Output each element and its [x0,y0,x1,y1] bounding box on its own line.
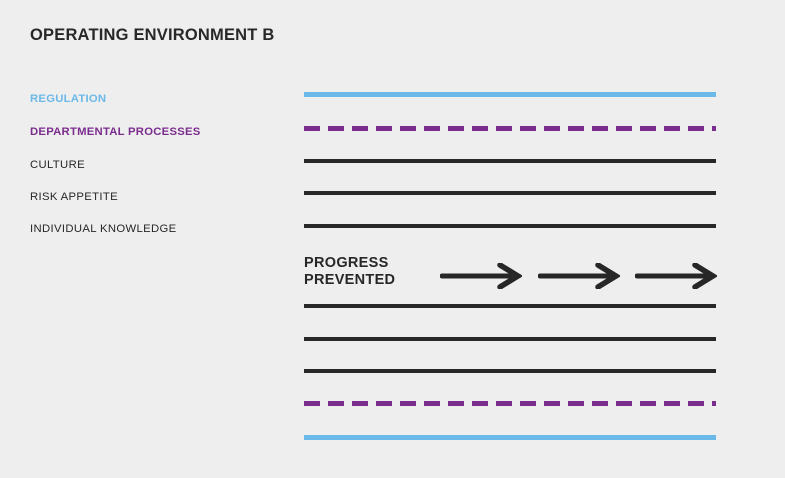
progress-arrow-right-icon-2 [538,263,620,289]
progress-arrow-right-icon-1 [440,263,522,289]
barrier-line-departmental-processes-top [304,126,716,131]
barrier-line-departmental-processes-bottom [304,401,716,406]
progress-prevented-band: PROGRESS PREVENTED [304,255,717,301]
barrier-line-individual-knowledge-bottom [304,304,716,308]
barrier-line-stack [304,0,716,478]
barrier-line-risk-appetite-bottom [304,337,716,341]
barrier-line-regulation-bottom [304,435,716,440]
barrier-line-regulation-top [304,92,716,97]
legend-item-culture: CULTURE [30,159,85,171]
page-title: OPERATING ENVIRONMENT B [30,26,275,44]
legend-item-risk-appetite: RISK APPETITE [30,191,119,203]
legend-item-regulation: REGULATION [30,93,107,105]
barrier-line-risk-appetite-top [304,191,716,195]
progress-prevented-label-line-1: PROGRESS [304,255,389,271]
barrier-line-individual-knowledge-top [304,224,716,228]
barrier-line-culture-top [304,159,716,163]
legend-item-individual-knowledge: INDIVIDUAL KNOWLEDGE [30,223,177,235]
progress-arrow-right-icon-3 [635,263,717,289]
legend-item-departmental-processes: DEPARTMENTAL PROCESSES [30,126,201,138]
progress-prevented-label: PROGRESS PREVENTED [304,255,395,289]
progress-prevented-label-line-2: PREVENTED [304,272,396,288]
barrier-line-culture-bottom [304,369,716,373]
